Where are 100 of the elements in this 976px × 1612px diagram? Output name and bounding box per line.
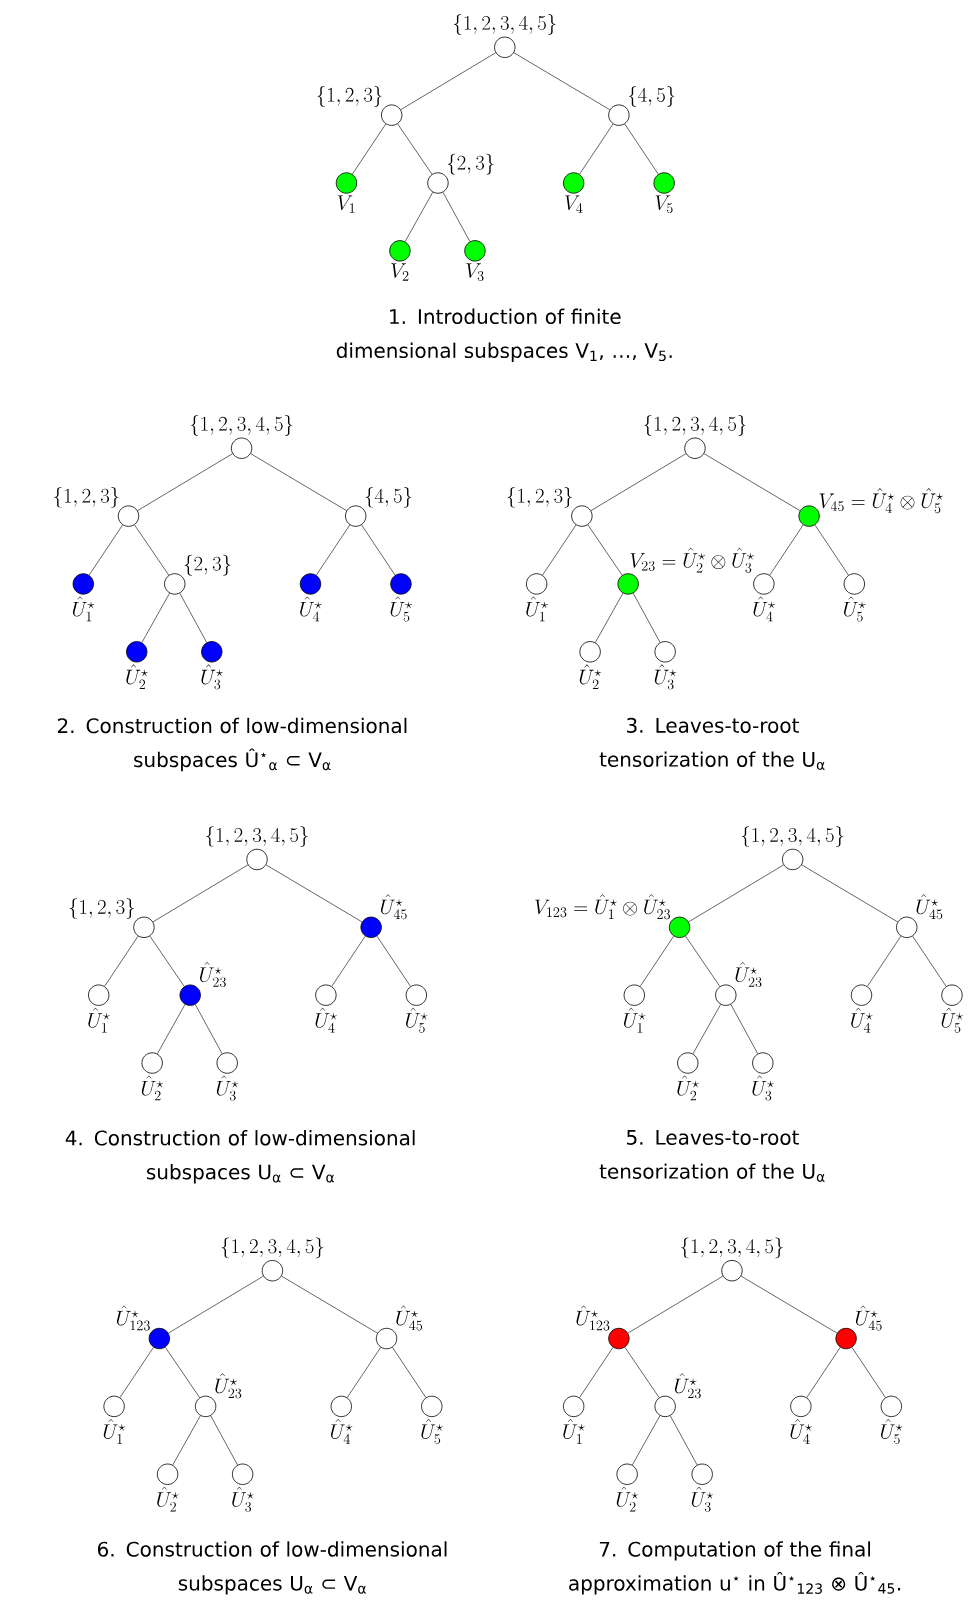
tree-node — [141, 1052, 163, 1074]
tree-node — [669, 916, 691, 938]
tree-edge — [119, 1347, 154, 1398]
tree-node — [721, 1260, 743, 1282]
tree-node — [851, 984, 873, 1006]
tree-edge — [640, 935, 675, 987]
tree-edge — [685, 935, 721, 987]
tree-edge — [633, 593, 661, 643]
tree-edge — [266, 864, 363, 923]
set-label: $\hat{U}^{\star}_{3}$ — [217, 1075, 239, 1101]
set-label: $\hat{U}^{\star}_{1}$ — [624, 1007, 646, 1033]
tree-node — [843, 573, 866, 595]
tree-edge — [347, 1347, 382, 1398]
tree-node — [118, 505, 140, 527]
tree-node — [72, 573, 95, 595]
tree-edge — [152, 864, 249, 923]
set-label: $V_{23} = \hat{U}^{\star}_{2} \otimes \hat{U}^{\star}_{3}$ — [630, 547, 755, 573]
tree-node — [798, 505, 820, 527]
set-label: $V_{4}$ — [565, 195, 583, 213]
tree-node — [896, 916, 918, 938]
tree-node — [608, 1327, 630, 1350]
tree-node — [715, 984, 737, 1006]
set-label: $\hat{U}^{\star}_{23}$ — [735, 962, 762, 988]
tree-edge — [316, 524, 351, 576]
tree-edge — [168, 1275, 264, 1334]
set-label: $\{2,3\}$ — [448, 153, 494, 175]
set-label: $\{1,2,3,4,5\}$ — [681, 1237, 783, 1259]
tree-node — [464, 240, 486, 262]
set-label: $\hat{U}^{\star}_{45}$ — [381, 894, 407, 920]
tree-node — [677, 1052, 699, 1074]
caption: 2. Construction of low-dimensional subspaces Û$^{⋆}$$_{α}$ ⊂ V$_{α}$ — [58, 717, 407, 772]
tree-node — [654, 1395, 676, 1418]
tree-node — [782, 848, 804, 871]
set-label: $\hat{U}^{\star}_{23}$ — [200, 962, 227, 988]
set-label: $\{1,2,3,4,5\}$ — [644, 415, 746, 436]
set-label: $\hat{U}^{\star}_{2}$ — [142, 1075, 164, 1101]
tree-node — [201, 641, 223, 663]
tree-edge — [595, 592, 624, 643]
set-label: $V_{1}$ — [338, 195, 355, 213]
tree-node — [195, 1395, 217, 1418]
tree-edge — [741, 1275, 838, 1334]
set-label: $\hat{U}^{\star}_{45}$ — [396, 1305, 423, 1331]
set-label: $\hat{U}^{\star}_{4}$ — [753, 596, 776, 622]
tree-node — [563, 172, 585, 194]
tree-node — [571, 505, 593, 527]
set-label: $\hat{U}^{\star}_{2}$ — [157, 1486, 179, 1512]
tree-edge — [179, 593, 208, 643]
set-label: $\hat{U}^{\star}_{5}$ — [881, 1418, 903, 1444]
tree-node — [494, 36, 516, 58]
set-label: $\hat{U}^{\star}_{2}$ — [126, 664, 149, 690]
set-label: $\hat{U}^{\star}_{123}$ — [576, 1305, 610, 1331]
tree-node — [427, 172, 449, 194]
tree-edge — [392, 1347, 427, 1398]
set-label: $\hat{U}^{\star}_{2}$ — [616, 1486, 639, 1512]
tree-node — [623, 984, 646, 1006]
tree-edge — [688, 864, 784, 923]
tree-edge — [851, 1347, 886, 1398]
tree-node — [835, 1327, 857, 1350]
tree-edge — [624, 123, 659, 175]
set-label: $\{1,2,3,4,5\}$ — [206, 826, 308, 847]
set-label: $\{1,2,3,4,5\}$ — [454, 14, 556, 35]
tree-node — [389, 240, 411, 262]
tree-edge — [134, 524, 170, 576]
tree-edge — [590, 453, 687, 511]
set-label: $\{1,2,3\}$ — [54, 486, 119, 508]
tree-edge — [670, 1415, 698, 1466]
tree-node — [752, 1052, 774, 1074]
tree-node — [330, 1395, 353, 1418]
tree-node — [345, 505, 367, 527]
tree-edge — [149, 935, 185, 987]
tree-node — [405, 984, 428, 1006]
tree-node — [300, 573, 322, 595]
tree-edge — [627, 1275, 724, 1334]
tree-edge — [352, 123, 387, 175]
tree-edge — [104, 935, 139, 987]
tree-node — [126, 641, 148, 663]
tree-edge — [210, 1415, 238, 1466]
set-label: $\hat{U}^{\star}_{4}$ — [300, 596, 322, 622]
tree-node — [262, 1260, 284, 1282]
set-label: $\hat{U}^{\star}_{45}$ — [916, 894, 943, 920]
tree-node — [684, 437, 706, 459]
tree-node — [526, 573, 548, 595]
caption: 5. Leaves-to-root tensorization of the U$_{α}$ — [599, 1130, 825, 1182]
tree-node — [616, 1463, 638, 1485]
tree-node — [653, 172, 675, 194]
set-label: $\hat{U}^{\star}_{45}$ — [856, 1305, 882, 1331]
set-label: $\{1,2,3\}$ — [317, 86, 382, 107]
set-label: $V_{5}$ — [655, 195, 673, 214]
set-label: $\{1,2,3,4,5\}$ — [742, 826, 844, 847]
tree-node — [608, 104, 630, 126]
set-label: $\hat{U}^{\star}_{3}$ — [752, 1075, 775, 1101]
set-label: $\hat{U}^{\star}_{3}$ — [692, 1486, 714, 1512]
tree-node — [563, 1395, 585, 1418]
tree-node — [376, 1327, 398, 1350]
set-label: $\hat{U}^{\star}_{1}$ — [563, 1418, 586, 1444]
set-label: $\{1,2,3\}$ — [69, 898, 135, 919]
tree-node — [579, 641, 601, 663]
tree-edge — [692, 1004, 722, 1055]
tree-node — [691, 1463, 713, 1485]
tree-node — [880, 1395, 903, 1418]
